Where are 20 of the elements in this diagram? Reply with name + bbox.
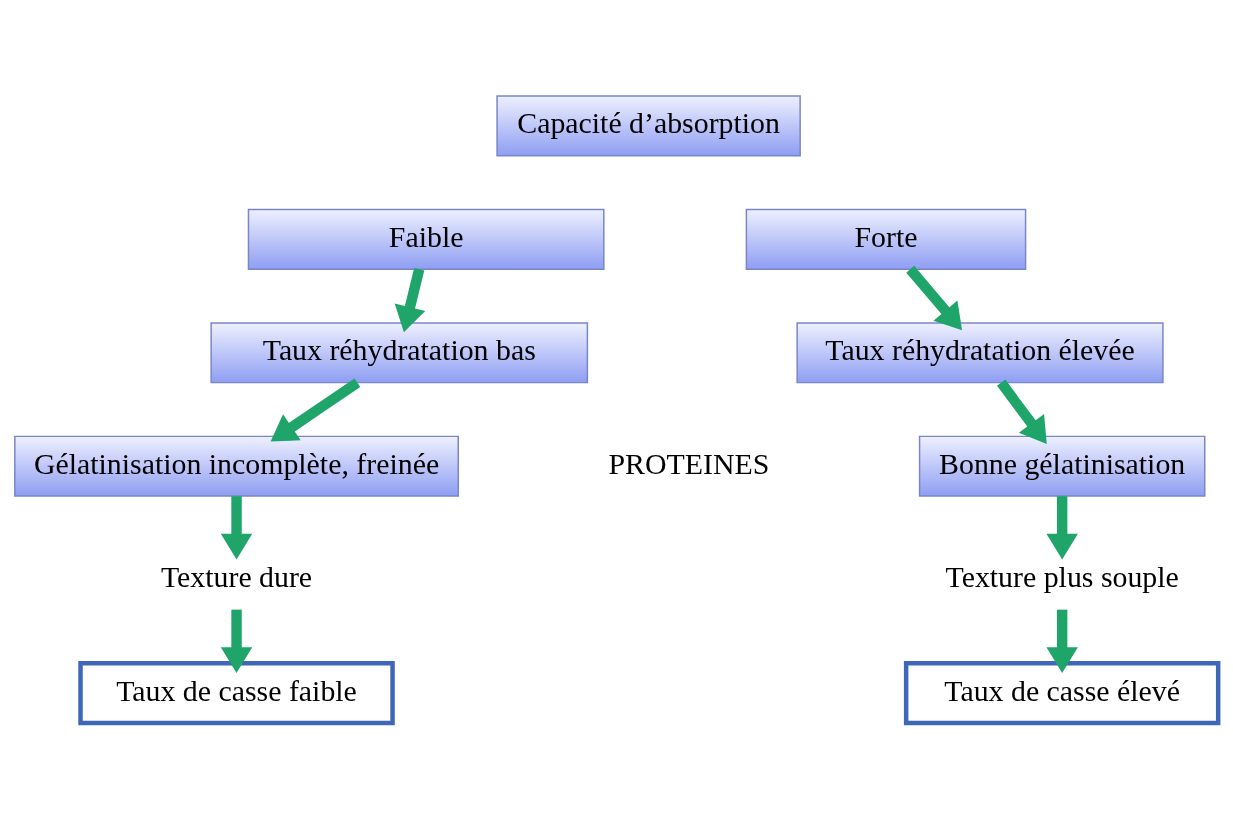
arrow [220, 609, 253, 673]
node-box: Capacité d’absorption [496, 94, 801, 156]
arrow [394, 267, 426, 332]
arrow [270, 377, 361, 442]
node-box: Taux réhydratation bas [210, 321, 589, 383]
arrow [997, 379, 1047, 444]
node-text: Texture plus souple [945, 559, 1179, 593]
node-box: Taux réhydratation élevée [796, 321, 1164, 383]
node-box: Taux de casse faible [78, 660, 395, 725]
arrow [1046, 495, 1078, 559]
node-text: Texture dure [160, 559, 313, 593]
arrow [220, 495, 253, 559]
node-box: Taux de casse élevé [903, 660, 1221, 725]
arrow [1046, 609, 1078, 673]
node-box: Bonne gélatinisation [918, 435, 1206, 497]
node-box: Gélatinisation incomplète, freinée [14, 435, 459, 497]
label: PROTEINES [608, 446, 770, 480]
node-box: Faible [247, 208, 605, 270]
node-box: Forte [745, 208, 1027, 270]
arrow [906, 265, 963, 330]
